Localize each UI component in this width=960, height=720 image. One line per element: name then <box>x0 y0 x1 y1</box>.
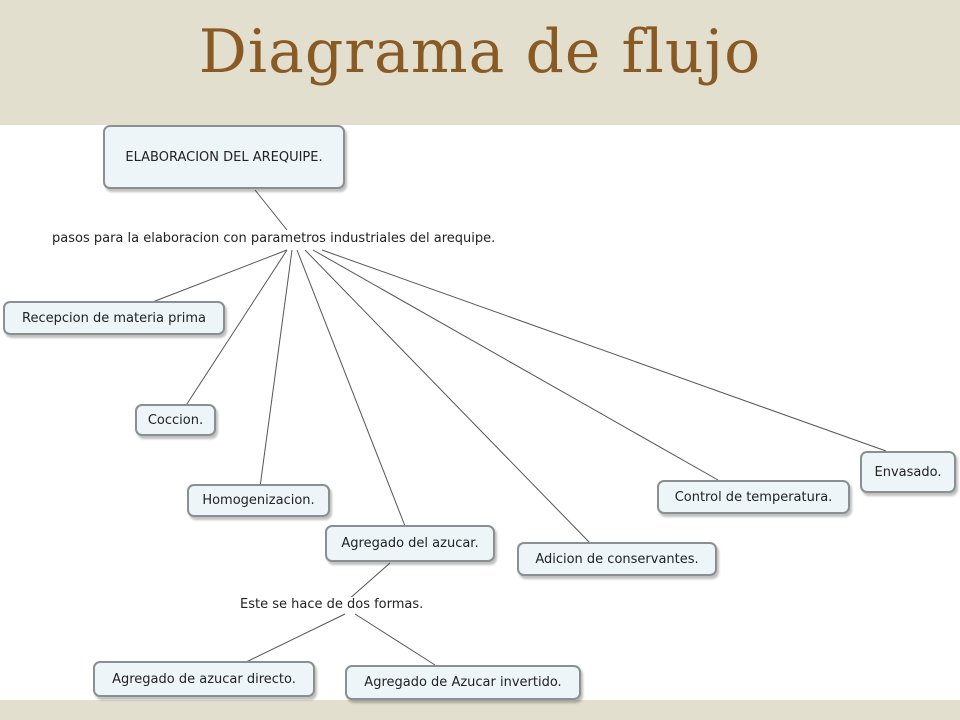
step-label: Recepcion de materia prima <box>22 310 206 326</box>
connector-sub-1 <box>239 613 346 666</box>
connector-step-1 <box>149 249 288 304</box>
step-node-recepcion: Recepcion de materia prima <box>3 301 225 335</box>
step-node-temperatura: Control de temperatura. <box>657 480 850 514</box>
connector-step-2 <box>182 249 288 411</box>
connector-root-phrase <box>254 189 288 231</box>
connector-lines <box>149 189 887 666</box>
step-label: Adicion de conservantes. <box>535 551 699 567</box>
root-node-label: ELABORACION DEL AREQUIPE. <box>125 149 323 165</box>
sub-link-phrase: Este se hace de dos formas. <box>238 597 426 612</box>
step-node-azucar: Agregado del azucar. <box>325 525 495 562</box>
step-label: Agregado del azucar. <box>341 536 479 551</box>
sub-step-label: Agregado de Azucar invertido. <box>364 675 562 690</box>
step-node-coccion: Coccion. <box>135 404 216 436</box>
concept-map: ELABORACION DEL AREQUIPE. pasos para la … <box>0 125 960 700</box>
step-label: Control de temperatura. <box>674 489 833 505</box>
step-node-conservantes: Adicion de conservantes. <box>517 542 717 576</box>
connector-step-4 <box>296 249 406 527</box>
link-phrase: pasos para la elaboracion con parametros… <box>50 231 498 246</box>
sub-step-node-directo: Agregado de azucar directo. <box>93 661 315 697</box>
sub-step-node-invertido: Agregado de Azucar invertido. <box>345 665 581 700</box>
slide-title: Diagrama de flujo <box>198 17 762 87</box>
step-label: Coccion. <box>147 412 204 428</box>
root-node: ELABORACION DEL AREQUIPE. <box>103 125 345 189</box>
connector-step-6 <box>312 249 719 481</box>
step-node-homogenizacion: Homogenizacion. <box>187 484 330 517</box>
connector-azucar-subphrase <box>347 562 391 601</box>
connector-step-3 <box>259 249 293 488</box>
connector-sub-2 <box>354 613 436 666</box>
sub-step-label: Agregado de azucar directo. <box>112 671 296 687</box>
step-node-envasado: Envasado. <box>860 451 956 493</box>
step-label: Homogenizacion. <box>202 493 315 508</box>
connector-step-5 <box>304 249 591 544</box>
connector-step-7 <box>321 249 887 452</box>
step-label: Envasado. <box>874 464 942 480</box>
